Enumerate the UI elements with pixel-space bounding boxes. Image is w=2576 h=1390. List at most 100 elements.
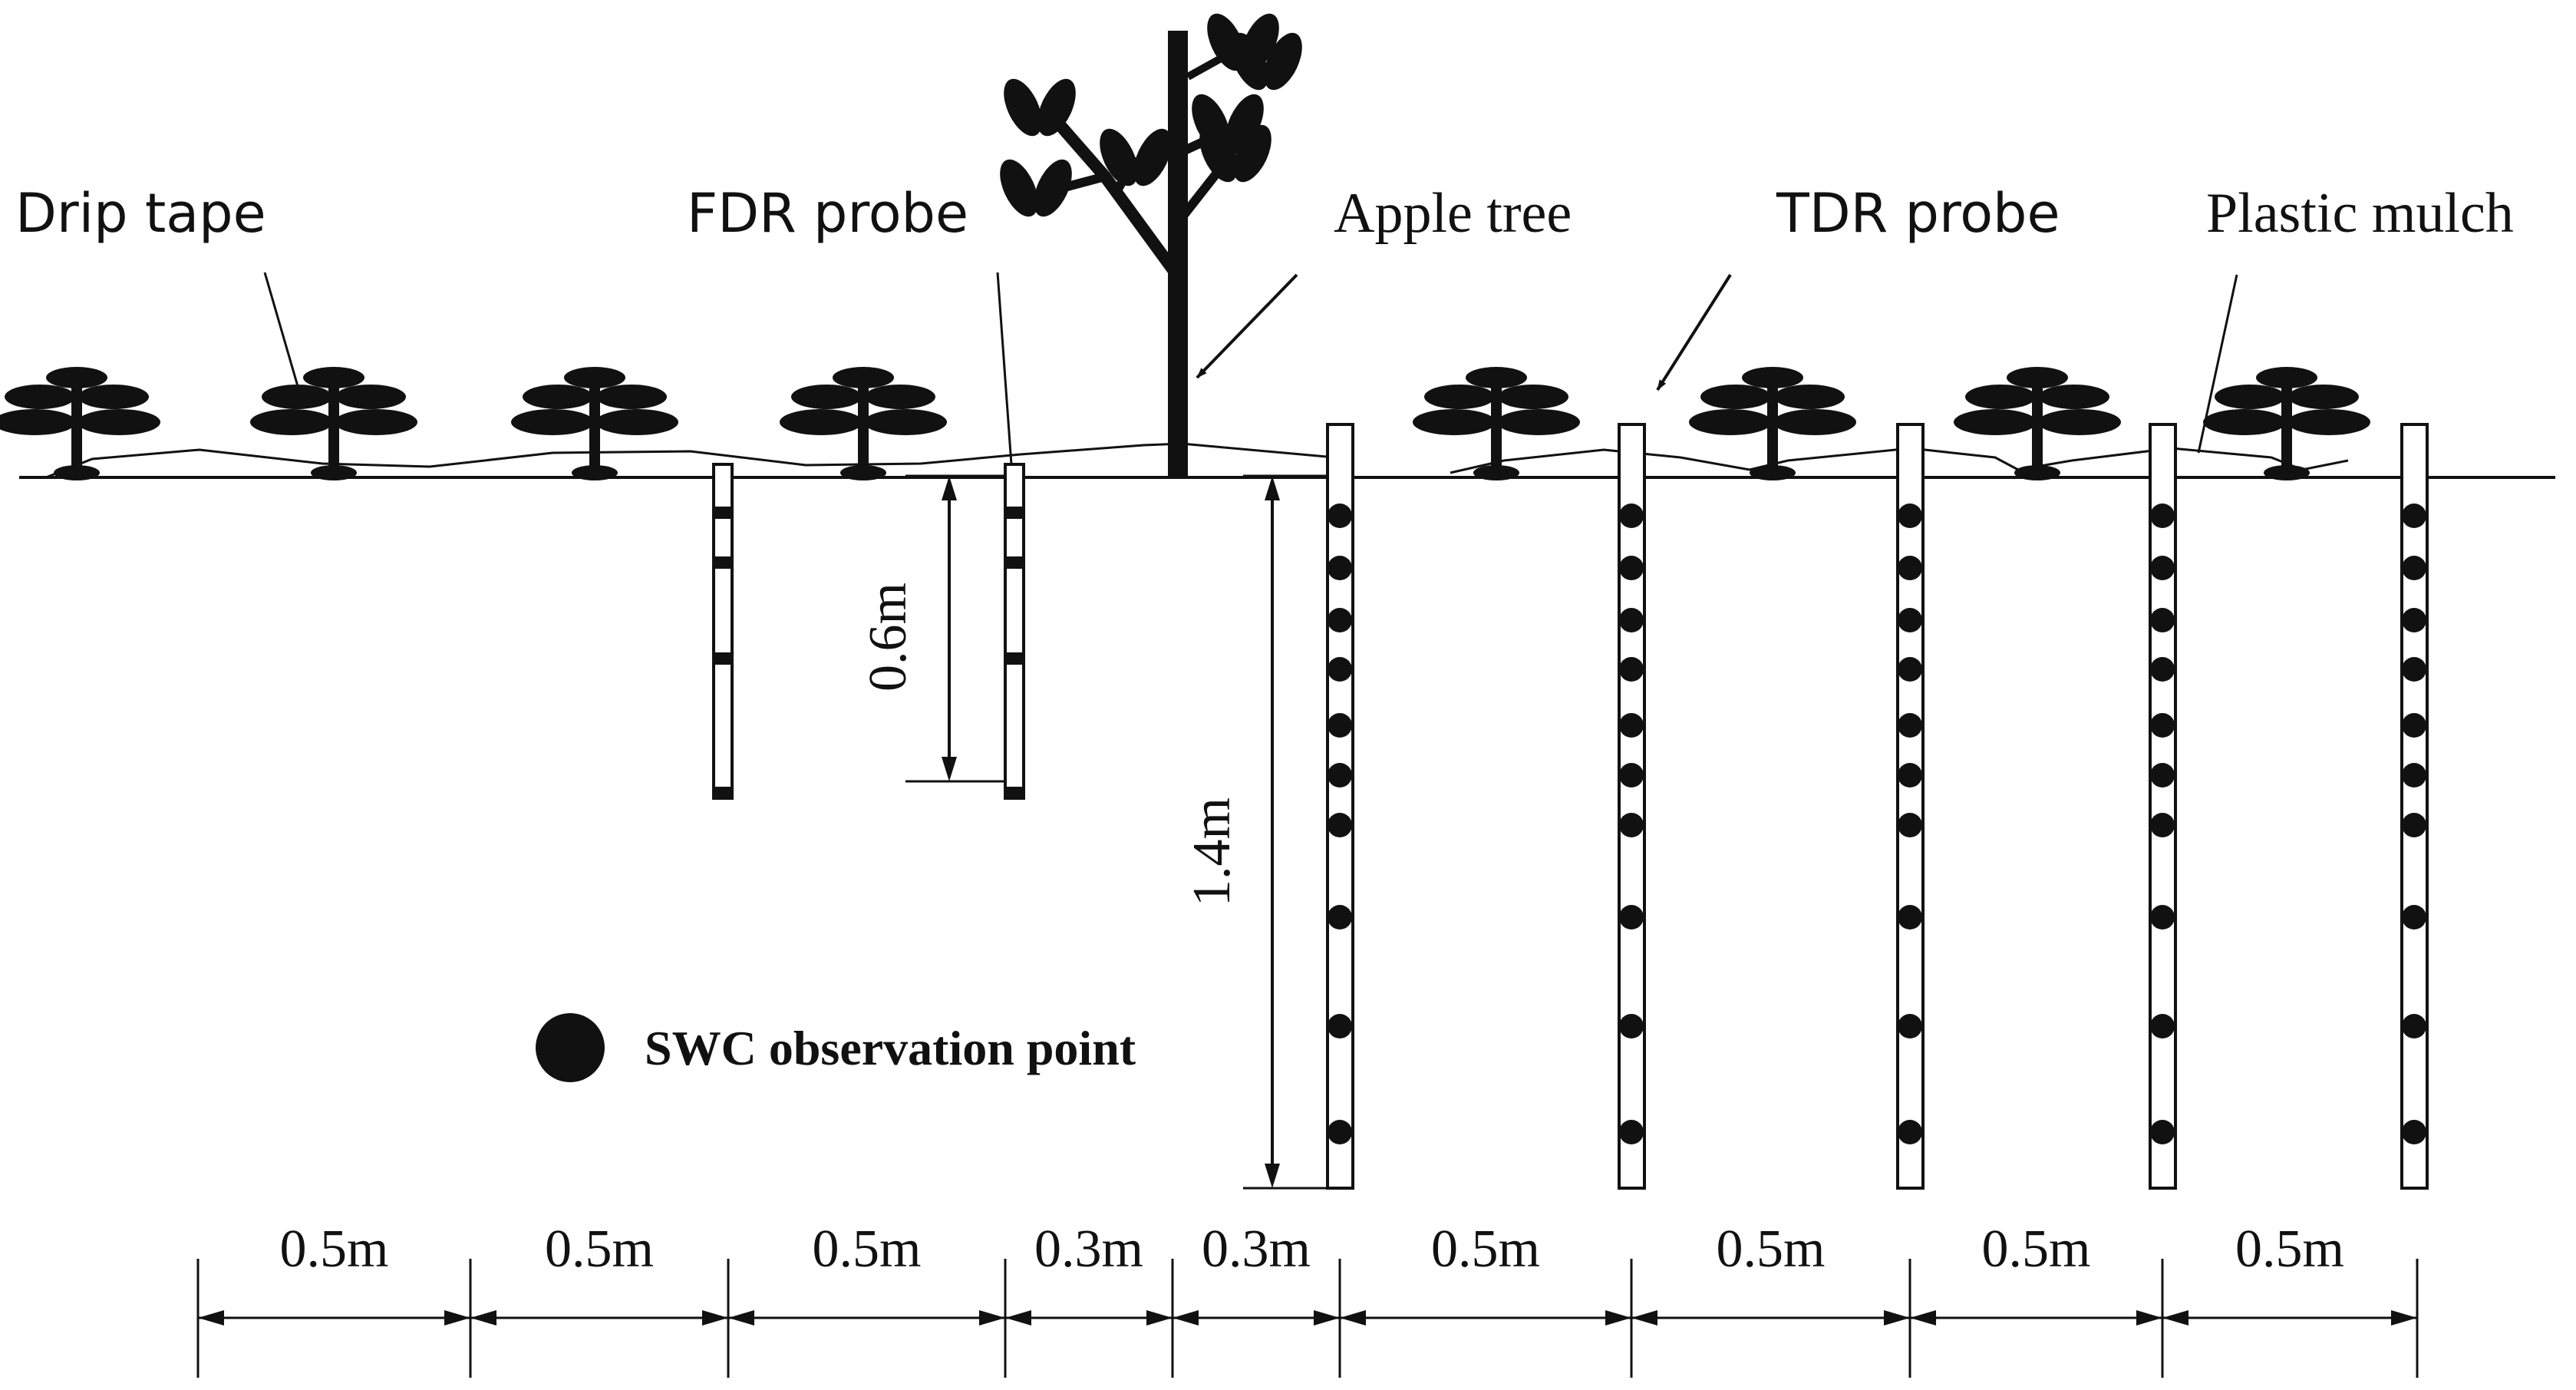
swc-point bbox=[1328, 657, 1352, 682]
swc-point bbox=[1898, 1120, 1922, 1144]
swc-point bbox=[2150, 813, 2175, 837]
swc-point bbox=[1619, 905, 1644, 929]
fdr-depth-label: 0.6m bbox=[859, 583, 918, 692]
tdr-probe bbox=[2400, 423, 2429, 1190]
swc-point bbox=[1619, 763, 1644, 787]
swc-point bbox=[2150, 905, 2175, 929]
swc-point bbox=[1619, 657, 1644, 682]
swc-point bbox=[1328, 813, 1352, 837]
plant-icon bbox=[250, 367, 417, 480]
swc-point bbox=[1898, 713, 1922, 738]
legend-swc-marker bbox=[536, 1013, 605, 1082]
swc-point bbox=[2150, 657, 2175, 682]
spacing-arrow-left bbox=[2162, 1310, 2188, 1326]
spacing-label: 0.5m bbox=[1717, 1220, 1826, 1279]
swc-point bbox=[1898, 1014, 1922, 1038]
spacing-label: 0.5m bbox=[1982, 1220, 2091, 1279]
tdr-probe bbox=[1618, 423, 1646, 1190]
legend-swc-label: SWC observation point bbox=[645, 1021, 1136, 1075]
swc-point bbox=[2150, 504, 2175, 528]
spacing-arrow-right bbox=[2391, 1310, 2417, 1326]
spacing-label: 0.3m bbox=[1034, 1220, 1143, 1279]
swc-point bbox=[1328, 556, 1352, 580]
swc-point bbox=[1619, 813, 1644, 837]
tdr-probe bbox=[2149, 423, 2177, 1190]
spacing-arrow-left bbox=[1340, 1310, 1366, 1326]
swc-point bbox=[2150, 763, 2175, 787]
spacing-arrow-left bbox=[470, 1310, 496, 1326]
plastic-mulch-label: Plastic mulch bbox=[2206, 182, 2514, 245]
fdr-probe-leader bbox=[996, 272, 1013, 465]
plant-icon bbox=[511, 367, 678, 480]
swc-point bbox=[2402, 657, 2426, 682]
tdr-probe-arrow bbox=[1656, 273, 1732, 391]
swc-point bbox=[2150, 556, 2175, 580]
plant-icon bbox=[2203, 367, 2370, 480]
swc-point bbox=[1898, 556, 1922, 580]
spacing-arrow-right bbox=[1314, 1310, 1340, 1326]
plant-icon bbox=[1954, 367, 2121, 480]
swc-point bbox=[1898, 813, 1922, 837]
swc-point bbox=[2402, 504, 2426, 528]
tdr-probe-label: TDR probe bbox=[1776, 182, 2060, 245]
drip-tape-line bbox=[45, 442, 2349, 479]
swc-point bbox=[2402, 713, 2426, 738]
swc-point bbox=[1328, 1014, 1352, 1038]
tdr-probe bbox=[1326, 423, 1354, 1190]
spacing-arrow-right bbox=[702, 1310, 728, 1326]
swc-point bbox=[1328, 763, 1352, 787]
swc-point bbox=[2402, 763, 2426, 787]
swc-point bbox=[2150, 608, 2175, 632]
plastic-mulch-leader bbox=[2197, 274, 2238, 454]
swc-point bbox=[2150, 713, 2175, 738]
plant-icon bbox=[1413, 367, 1580, 480]
spacing-arrow-left bbox=[1173, 1310, 1199, 1326]
spacing-arrow-left bbox=[1910, 1310, 1936, 1326]
spacing-arrow-right bbox=[1146, 1310, 1173, 1326]
swc-point bbox=[1619, 1120, 1644, 1144]
spacing-arrow-right bbox=[979, 1310, 1005, 1326]
swc-point bbox=[1619, 608, 1644, 632]
swc-point bbox=[1898, 504, 1922, 528]
tdr-depth-dimension bbox=[1243, 474, 1328, 1190]
tdr-probe bbox=[1896, 423, 1925, 1190]
swc-point bbox=[1898, 657, 1922, 682]
swc-point bbox=[2402, 1120, 2426, 1144]
swc-point bbox=[2402, 1014, 2426, 1038]
spacing-arrow-left bbox=[728, 1310, 754, 1326]
swc-point bbox=[1619, 1014, 1644, 1038]
spacing-label: 0.5m bbox=[280, 1220, 389, 1279]
swc-point bbox=[1619, 504, 1644, 528]
spacing-arrow-left bbox=[1005, 1310, 1031, 1326]
drip-tape-leader bbox=[263, 272, 301, 392]
swc-point bbox=[1619, 713, 1644, 738]
spacing-arrow-right bbox=[1605, 1310, 1631, 1326]
apple-tree-arrow bbox=[1196, 273, 1298, 379]
swc-point bbox=[1328, 608, 1352, 632]
swc-point bbox=[1328, 905, 1352, 929]
swc-point bbox=[1619, 556, 1644, 580]
swc-point-group bbox=[1328, 504, 2426, 1144]
spacing-label: 0.5m bbox=[813, 1220, 922, 1279]
fdr-probe-label: FDR probe bbox=[687, 182, 968, 245]
spacing-arrow-right bbox=[1884, 1310, 1910, 1326]
swc-point bbox=[2402, 905, 2426, 929]
tdr-probe-group bbox=[1326, 423, 2429, 1190]
fdr-probe-right bbox=[1004, 463, 1025, 800]
swc-point bbox=[1898, 608, 1922, 632]
swc-point bbox=[1898, 905, 1922, 929]
swc-point bbox=[2402, 556, 2426, 580]
spacing-arrow-left bbox=[198, 1310, 224, 1326]
swc-point bbox=[2150, 1014, 2175, 1038]
fdr-probe-left bbox=[712, 463, 734, 800]
spacing-arrow-left bbox=[1631, 1310, 1657, 1326]
plant-icon bbox=[0, 367, 160, 480]
spacing-label: 0.5m bbox=[1431, 1220, 1540, 1279]
swc-point bbox=[2402, 608, 2426, 632]
spacing-label: 0.5m bbox=[2235, 1220, 2344, 1279]
apple-tree-label: Apple tree bbox=[1334, 182, 1572, 245]
swc-point bbox=[1328, 504, 1352, 528]
swc-point bbox=[1898, 763, 1922, 787]
